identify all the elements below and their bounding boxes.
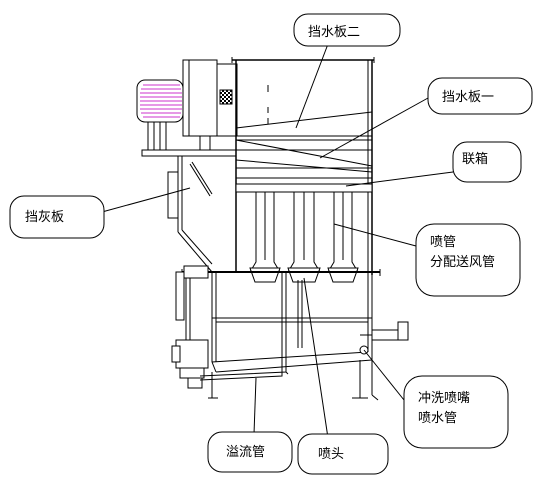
leader-flush <box>363 349 405 401</box>
label-baffle-2: 挡水板二 <box>308 25 360 40</box>
spray-pipes <box>249 192 359 273</box>
leader-ash-baffle <box>101 187 191 213</box>
label-baffle-1: 挡水板一 <box>442 90 494 105</box>
callout-spray-head: 喷头 <box>297 433 389 475</box>
leader-spray-pipe <box>333 223 417 247</box>
label-overflow-pipe: 溢流管 <box>226 445 265 460</box>
callout-overflow: 溢流管 <box>207 431 293 473</box>
callout-ash-baffle: 挡灰板 <box>9 195 105 239</box>
callout-flush: 冲洗喷嘴 喷水管 <box>403 375 509 449</box>
label-spray-head: 喷头 <box>318 447 344 462</box>
pump <box>175 339 209 369</box>
label-flush-nozzle: 冲洗喷嘴 <box>418 391 470 406</box>
callout-spray-pipe: 喷管 分配送风管 <box>415 223 521 297</box>
label-header-box: 联箱 <box>462 151 488 167</box>
label-air-duct: 分配送风管 <box>430 255 495 270</box>
leader-spray-head <box>303 277 329 439</box>
overflow-pipe <box>199 272 289 381</box>
callout-lines <box>101 43 454 439</box>
ash-baffle <box>167 161 213 219</box>
motor-stripes <box>140 84 182 118</box>
tower-body <box>177 57 381 395</box>
leader-header <box>345 171 454 187</box>
label-flush-pipe: 喷水管 <box>418 411 457 426</box>
callout-baffle-2: 挡水板二 <box>293 13 401 47</box>
flush-nozzle-assembly <box>359 321 409 355</box>
leader-baffle-1 <box>319 97 429 159</box>
spray-feed-pipe <box>297 280 303 348</box>
callout-baffle-1: 挡水板一 <box>427 77 533 115</box>
callout-header-box: 联箱 <box>452 141 522 183</box>
leader-overflow <box>253 377 257 435</box>
leader-baffle-2 <box>295 43 329 129</box>
fan-motor <box>136 59 238 157</box>
lower-structure <box>171 265 379 401</box>
label-ash-baffle: 挡灰板 <box>25 210 64 225</box>
vent-grille <box>219 89 233 105</box>
label-spray-pipe: 喷管 <box>430 235 456 250</box>
